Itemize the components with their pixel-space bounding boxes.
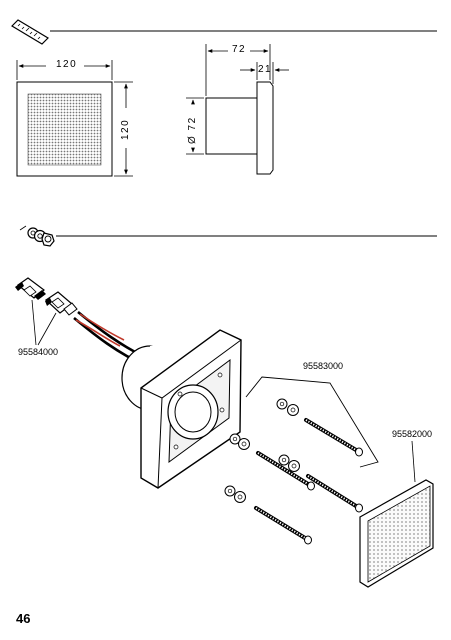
part-number-cover-plate: 95582000	[392, 429, 433, 439]
side-view	[186, 44, 289, 175]
side-plate-label: 21	[258, 64, 273, 75]
connector-left	[15, 277, 46, 300]
leader-connector-1	[31, 299, 37, 346]
part-number-connectors: 95584000	[18, 347, 59, 357]
page-number: 46	[16, 611, 31, 626]
front-width-label: 120	[56, 59, 78, 70]
side-depth-label: 72	[232, 44, 247, 55]
screw-set-bracket	[245, 376, 379, 468]
screw-2	[256, 451, 315, 491]
connector-right	[45, 291, 78, 316]
front-height-label: 120	[120, 118, 131, 140]
mounting-frame	[140, 329, 242, 489]
side-diameter-label: Ø 72	[187, 116, 198, 144]
screw-3	[306, 474, 363, 513]
screw-4	[254, 506, 312, 545]
screw-1	[304, 418, 363, 457]
cover-plate	[359, 479, 434, 588]
washers	[224, 398, 300, 503]
front-view	[16, 60, 133, 177]
nut-icon	[19, 225, 55, 247]
part-number-screws: 95583000	[303, 361, 344, 371]
ruler-icon	[11, 19, 49, 45]
leader-connector-2	[37, 312, 57, 346]
screws	[254, 418, 363, 545]
leader-cover-plate	[411, 440, 416, 483]
